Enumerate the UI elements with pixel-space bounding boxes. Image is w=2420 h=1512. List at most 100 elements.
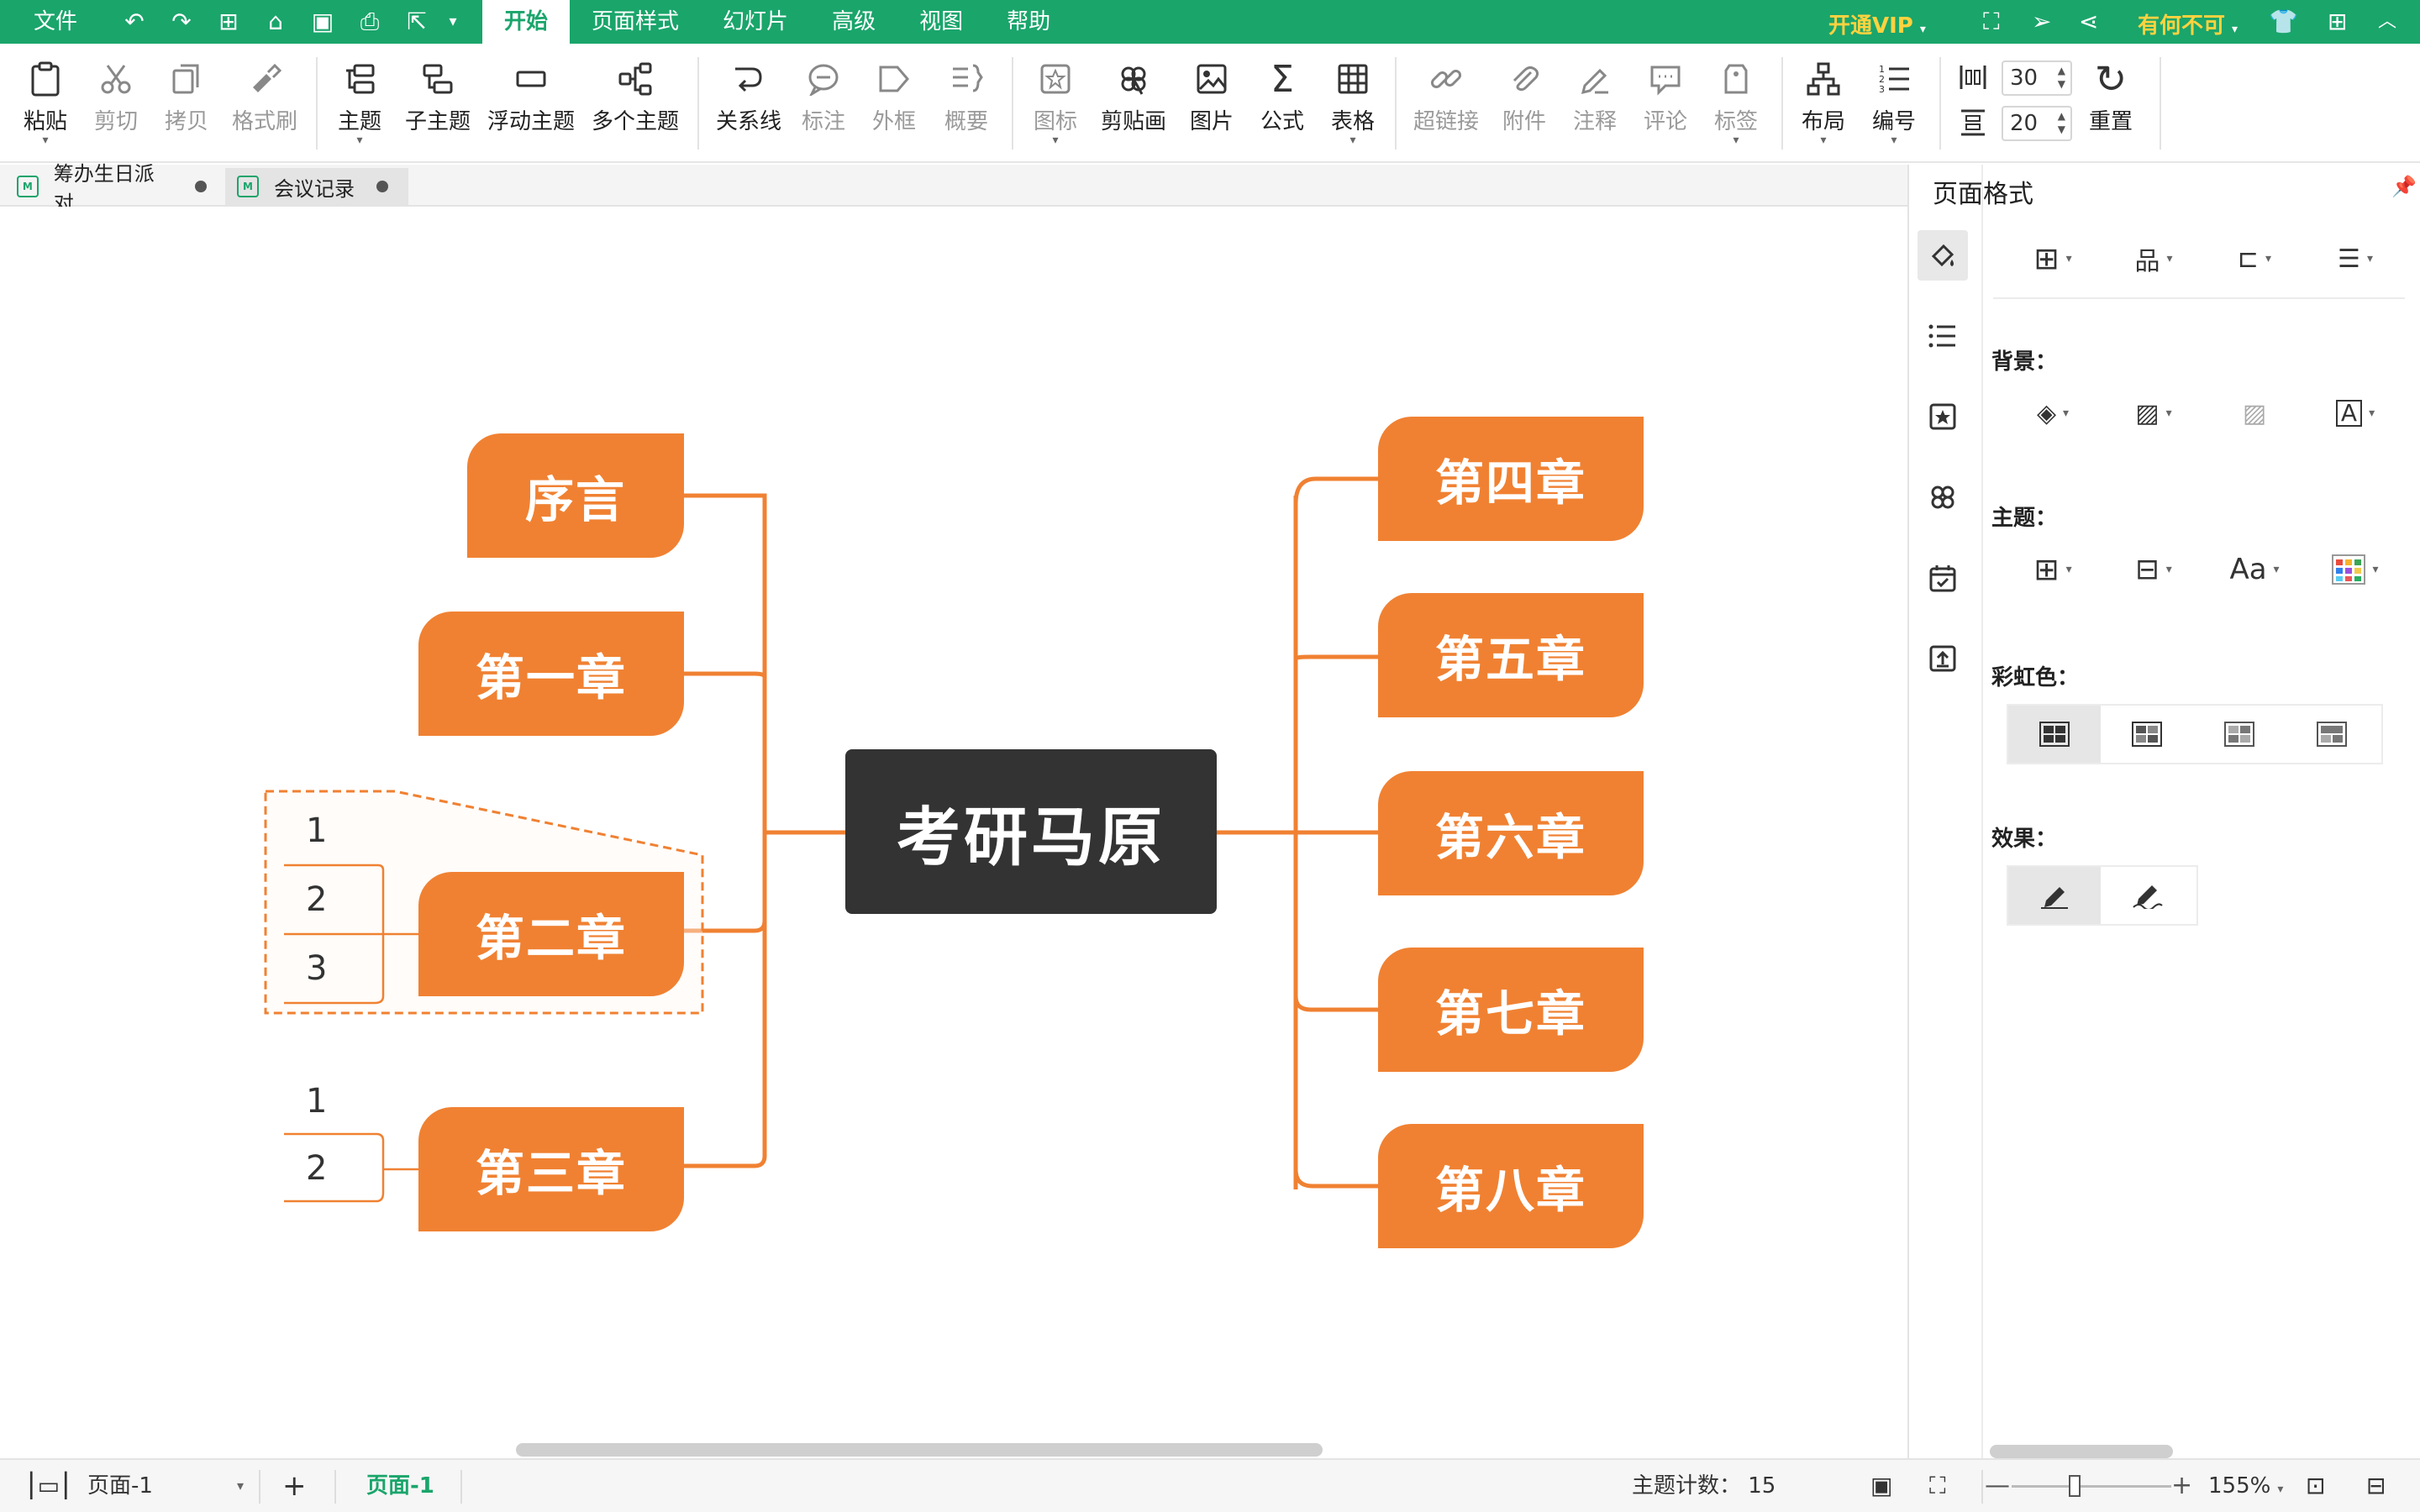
doc-tab-meeting-notes[interactable]: M 会议记录 — [225, 168, 408, 205]
effect-option-flat[interactable] — [2008, 867, 2101, 924]
subtopic-2-2[interactable]: 2 — [306, 880, 328, 919]
tab-start[interactable]: 开始 — [482, 0, 571, 44]
panel-horizontal-scrollbar[interactable] — [1990, 1445, 2173, 1458]
zoom-slider-thumb[interactable] — [2069, 1475, 2081, 1497]
cut-button[interactable]: 剪切 — [94, 59, 138, 135]
unsaved-dot-icon[interactable] — [376, 181, 388, 192]
comment-button[interactable]: 评论 — [1644, 59, 1687, 135]
boundary-button[interactable]: 外框 — [872, 59, 916, 135]
relation-button[interactable]: 关系线 — [716, 59, 781, 135]
quick-access-more-icon[interactable]: ▾ — [449, 13, 457, 30]
user-menu[interactable]: 有何不可▾ — [2138, 13, 2238, 39]
topic-button[interactable]: 主题 ▾ — [338, 59, 381, 146]
subtopic-2-1[interactable]: 1 — [306, 811, 328, 850]
open-folder-icon[interactable]: ⌂ — [268, 8, 283, 35]
icon-panel-icon[interactable] — [1918, 391, 1968, 442]
topic-chapter-5[interactable]: 第五章 — [1378, 593, 1644, 717]
horizontal-spacing-input[interactable]: 30▲▼ — [2002, 60, 2072, 96]
page-tab-1[interactable]: 页面-1 — [366, 1473, 434, 1499]
task-calendar-icon[interactable] — [1918, 553, 1968, 603]
table-button[interactable]: 表格 ▾ — [1331, 59, 1375, 146]
collapse-ribbon-icon[interactable]: ︿ — [2378, 11, 2397, 32]
share-icon[interactable]: ⋖ — [2079, 8, 2099, 35]
numbering-style-dropdown[interactable]: ☰▾ — [2338, 244, 2373, 274]
apps-icon[interactable]: ⊞ — [2328, 8, 2348, 35]
layout-button[interactable]: 布局 ▾ — [1802, 59, 1845, 146]
page-select[interactable]: 页面-1▾ — [87, 1473, 244, 1499]
topic-chapter-2[interactable]: 第二章 — [418, 872, 684, 996]
tab-page-style[interactable]: 页面样式 — [592, 9, 680, 34]
copy-button[interactable]: 拷贝 — [165, 59, 208, 135]
attachment-button[interactable]: 附件 — [1502, 59, 1546, 135]
central-topic[interactable]: 考研马原 — [845, 749, 1217, 914]
effect-option-hand-drawn[interactable] — [2101, 867, 2193, 924]
minimize-panel-icon[interactable]: ⊟ — [2366, 1472, 2386, 1499]
skin-icon[interactable]: 👕 — [2269, 8, 2298, 35]
vip-button[interactable]: 开通VIP▾ — [1828, 13, 1926, 39]
tab-slides[interactable]: 幻灯片 — [723, 9, 789, 34]
icon-button[interactable]: 图标 ▾ — [1034, 59, 1077, 146]
add-page-icon[interactable]: + — [282, 1469, 307, 1503]
subtopic-button[interactable]: 子主题 — [405, 59, 471, 135]
theme-dropdown[interactable]: ⊞▾ — [2033, 552, 2072, 587]
pin-icon[interactable]: 📌 — [2391, 175, 2417, 198]
topic-chapter-6[interactable]: 第六章 — [1378, 771, 1644, 895]
theme-style-dropdown[interactable]: ⊟▾ — [2135, 553, 2172, 586]
tab-help[interactable]: 帮助 — [1007, 9, 1051, 34]
new-file-icon[interactable]: ⊞ — [218, 8, 239, 35]
formula-button[interactable]: Σ 公式 — [1260, 58, 1304, 135]
unsaved-dot-icon[interactable] — [195, 181, 207, 192]
subtopic-2-3[interactable]: 3 — [306, 949, 328, 988]
horizontal-scrollbar[interactable] — [516, 1443, 1323, 1457]
vertical-spacing-input[interactable]: 20▲▼ — [2002, 106, 2072, 141]
upload-icon[interactable] — [1918, 633, 1968, 684]
export-icon[interactable]: ⇱ — [407, 8, 427, 35]
save-icon[interactable]: ▣ — [311, 8, 334, 35]
fullscreen-view-icon[interactable]: ⛶ — [1929, 1472, 1946, 1499]
mindmap-canvas[interactable]: 考研马原 序言 第一章 第二章 第三章 第四章 第五章 第六章 第七章 第八章 … — [0, 207, 1919, 1458]
page-format-icon[interactable] — [1918, 230, 1968, 281]
print-icon[interactable]: ⎙ — [360, 8, 380, 35]
clipart-button[interactable]: 剪贴画 — [1101, 59, 1166, 135]
summary-button[interactable]: 概要 — [944, 59, 988, 135]
topic-chapter-3[interactable]: 第三章 — [418, 1107, 684, 1231]
structure-tree-dropdown[interactable]: 品▾ — [2116, 235, 2191, 282]
callout-button[interactable]: 标注 — [802, 59, 845, 135]
floating-topic-button[interactable]: 浮动主题 — [487, 59, 575, 135]
send-icon[interactable]: ➢ — [2032, 8, 2052, 35]
note-button[interactable]: 注释 — [1573, 59, 1617, 135]
tab-view[interactable]: 视图 — [919, 9, 964, 34]
image-button[interactable]: 图片 — [1190, 59, 1234, 135]
tag-button[interactable]: 标签 ▾ — [1714, 59, 1758, 146]
topic-preface[interactable]: 序言 — [467, 433, 684, 558]
format-painter-button[interactable]: 格式刷 — [232, 59, 297, 135]
doc-tab-birthday-party[interactable]: M 筹办生日派对 — [5, 162, 218, 215]
connector-style-dropdown[interactable]: ⊏▾ — [2237, 244, 2272, 274]
font-dropdown[interactable]: Aa▾ — [2229, 553, 2280, 586]
fit-page-icon[interactable]: ▣ — [1870, 1472, 1893, 1499]
rainbow-option-1[interactable] — [2008, 706, 2101, 763]
undo-icon[interactable]: ↶ — [124, 8, 145, 35]
topic-chapter-4[interactable]: 第四章 — [1378, 417, 1644, 541]
remove-background-image-button[interactable]: ▨ — [2217, 390, 2292, 437]
tab-advanced[interactable]: 高级 — [832, 9, 876, 34]
multi-topic-button[interactable]: 多个主题 — [592, 59, 679, 135]
subtopic-3-1[interactable]: 1 — [306, 1082, 328, 1121]
hyperlink-button[interactable]: 超链接 — [1413, 59, 1479, 135]
rainbow-option-4[interactable] — [2286, 706, 2378, 763]
zoom-in-icon[interactable]: + — [2171, 1471, 2193, 1500]
background-image-dropdown[interactable]: ▨▾ — [2135, 398, 2172, 428]
page-list-toggle-icon[interactable]: ⎮▭⎮ — [25, 1472, 72, 1499]
zoom-level[interactable]: 155%▾ — [2208, 1473, 2284, 1499]
subtopic-3-2[interactable]: 2 — [306, 1149, 328, 1188]
fullscreen-icon[interactable]: ⛶ — [1983, 8, 2000, 35]
structure-grid-dropdown[interactable]: ⊞▾ — [2033, 241, 2072, 276]
background-fill-dropdown[interactable]: ◈▾ — [2036, 398, 2070, 428]
fit-window-icon[interactable]: ⊡ — [2306, 1472, 2326, 1499]
clipart-panel-icon[interactable] — [1918, 472, 1968, 522]
topic-chapter-7[interactable]: 第七章 — [1378, 948, 1644, 1072]
menu-file[interactable]: 文件 — [34, 9, 78, 34]
topic-chapter-8[interactable]: 第八章 — [1378, 1124, 1644, 1248]
outline-list-icon[interactable] — [1918, 311, 1968, 361]
